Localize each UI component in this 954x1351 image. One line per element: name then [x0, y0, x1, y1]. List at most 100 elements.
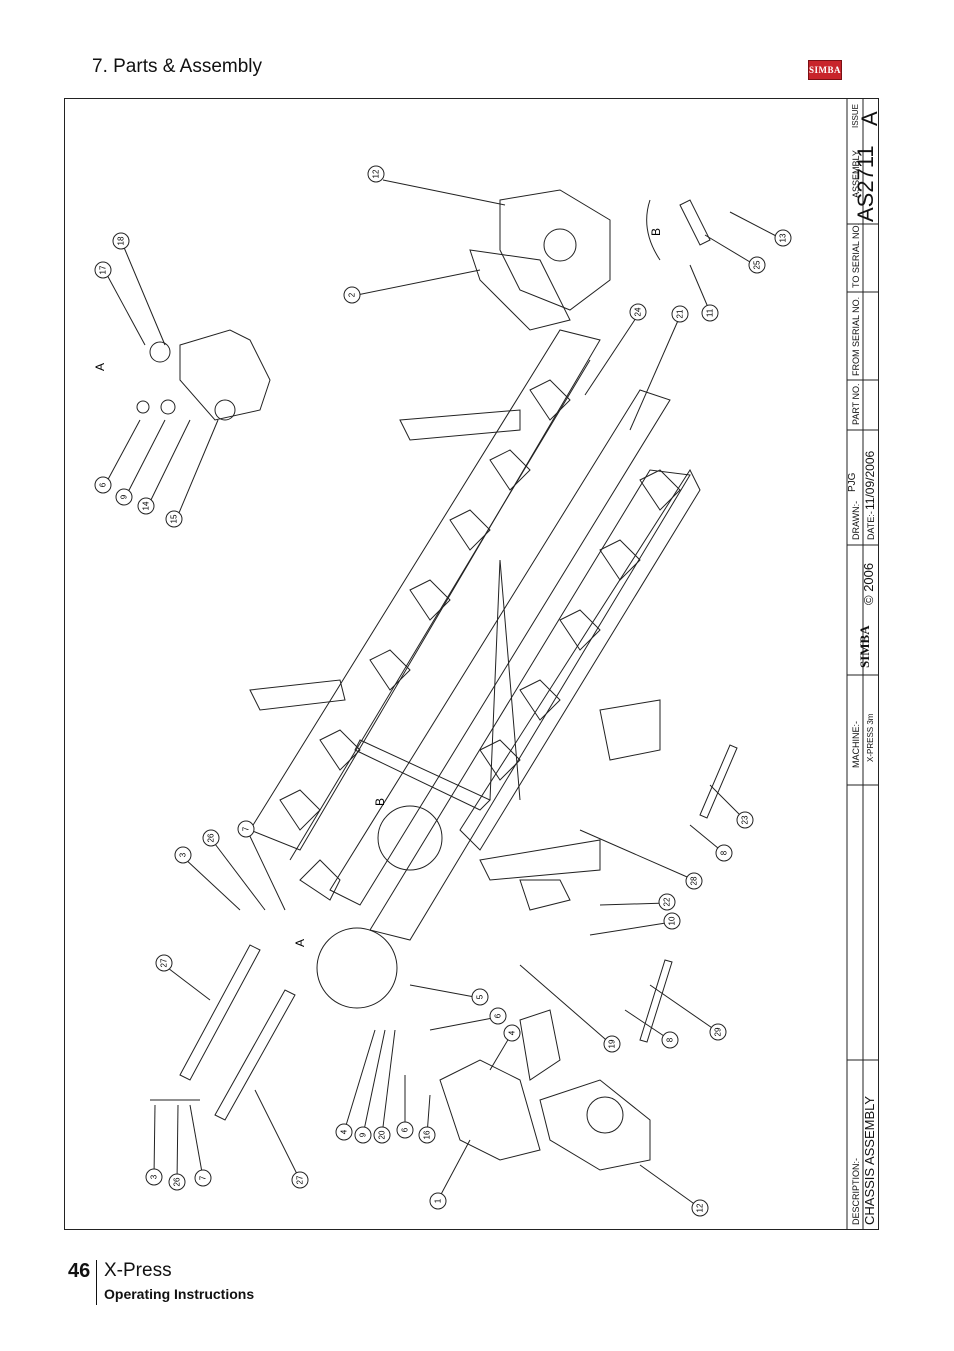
- callout-balloon: [471, 988, 489, 1006]
- callout-number: 29: [714, 1027, 723, 1036]
- callout-balloon: [373, 1126, 391, 1144]
- callout-balloon: [94, 261, 112, 279]
- callout-number: 18: [117, 236, 126, 245]
- callout-balloon: [155, 954, 173, 972]
- callout-balloon: [194, 1169, 212, 1187]
- callout-balloon: [663, 912, 681, 930]
- footer-divider: [96, 1260, 97, 1305]
- callout-number: 26: [207, 833, 216, 842]
- callout-balloon: [112, 232, 130, 250]
- date-value: 11/09/2006: [863, 450, 877, 510]
- view-label: B: [373, 798, 387, 806]
- callout-balloon: [429, 1192, 447, 1210]
- machine-value: X-PRESS 3m: [866, 713, 875, 762]
- callout-number: 10: [668, 916, 677, 925]
- callout-balloon: [774, 229, 792, 247]
- simba-logo: SIMBA: [808, 60, 842, 80]
- callout-balloon: [115, 488, 133, 506]
- callout-balloon: [658, 893, 676, 911]
- callout-balloon: [237, 820, 255, 838]
- callout-balloon: [503, 1024, 521, 1042]
- callout-number: 23: [741, 815, 750, 824]
- section-title: 7. Parts & Assembly: [92, 56, 263, 77]
- callout-balloon: [418, 1126, 436, 1144]
- footer-subtitle: Operating Instructions: [104, 1286, 255, 1302]
- callout-number: 15: [170, 514, 179, 523]
- callout-number: 12: [372, 169, 381, 178]
- callout-balloon: [629, 303, 647, 321]
- callout-balloon: [671, 305, 689, 323]
- callout-number: 25: [753, 260, 762, 269]
- callout-number: 1: [434, 1198, 443, 1203]
- callout-number: 3: [179, 852, 188, 857]
- callout-balloon: [396, 1121, 414, 1139]
- callout-balloon: [748, 256, 766, 274]
- callout-number: 11: [706, 308, 715, 317]
- part-no-label: PART NO.: [851, 383, 861, 425]
- product-name: X-Press: [104, 1260, 172, 1281]
- to-serial-label: TO SERIAL NO.: [851, 222, 861, 288]
- page-number: 46: [68, 1260, 91, 1282]
- callout-balloon: [603, 1035, 621, 1053]
- callout-balloon: [685, 872, 703, 890]
- description-label: DESCRIPTION:-: [851, 1157, 861, 1225]
- drawing-frame: [64, 98, 879, 1230]
- callout-number: 6: [401, 1127, 410, 1132]
- callout-balloon: [367, 165, 385, 183]
- callout-balloon: [145, 1168, 163, 1186]
- callout-balloon: [736, 811, 754, 829]
- callout-number: 8: [666, 1037, 675, 1042]
- callout-balloon: [174, 846, 192, 864]
- callout-number: 4: [508, 1030, 517, 1035]
- callout-balloon: [701, 304, 719, 322]
- callout-number: 5: [476, 994, 485, 999]
- callout-balloon: [335, 1123, 353, 1141]
- copyright: © 2006: [861, 562, 876, 605]
- callout-number: 27: [160, 958, 169, 967]
- assembly-number: AS2711: [853, 145, 878, 222]
- callout-balloon: [94, 476, 112, 494]
- callout-number: 6: [99, 482, 108, 487]
- callout-balloon: [137, 497, 155, 515]
- date-label: DATE:-: [866, 511, 876, 540]
- callout-balloon: [291, 1171, 309, 1189]
- callout-number: 7: [199, 1175, 208, 1180]
- callout-balloon: [489, 1007, 507, 1025]
- brand-mark: SIMBA: [857, 625, 872, 668]
- callout-number: 6: [494, 1013, 503, 1018]
- callout-number: 13: [779, 233, 788, 242]
- callout-number: 22: [663, 897, 672, 906]
- callout-number: 16: [423, 1130, 432, 1139]
- callout-number: 12: [696, 1203, 705, 1212]
- machine-label: MACHINE:-: [851, 721, 861, 768]
- callout-balloon: [691, 1199, 709, 1217]
- callout-balloon: [165, 510, 183, 528]
- callout-balloon: [343, 286, 361, 304]
- callout-number: 17: [99, 265, 108, 274]
- callout-number: 8: [720, 850, 729, 855]
- callout-number: 4: [340, 1129, 349, 1134]
- callout-number: 21: [676, 309, 685, 318]
- callout-balloon: [168, 1173, 186, 1191]
- callout-balloon: [202, 829, 220, 847]
- view-label: A: [293, 939, 307, 947]
- callout-number: 7: [242, 826, 251, 831]
- callout-number: 27: [296, 1175, 305, 1184]
- callout-balloon: [354, 1126, 372, 1144]
- drawn-value: PJG: [847, 472, 858, 492]
- callout-balloon: [661, 1031, 679, 1049]
- callout-number: 28: [690, 876, 699, 885]
- issue-value: A: [857, 111, 882, 126]
- view-label: A: [93, 363, 107, 371]
- callout-number: 9: [120, 494, 129, 499]
- callout-number: 14: [142, 501, 151, 510]
- callout-number: 24: [634, 307, 643, 316]
- drawn-label: DRAWN:-: [851, 500, 861, 540]
- callout-number: 9: [359, 1132, 368, 1137]
- callout-number: 2: [348, 292, 357, 297]
- callout-number: 20: [378, 1130, 387, 1139]
- callout-number: 19: [608, 1039, 617, 1048]
- from-serial-label: FROM SERIAL NO.: [851, 296, 861, 376]
